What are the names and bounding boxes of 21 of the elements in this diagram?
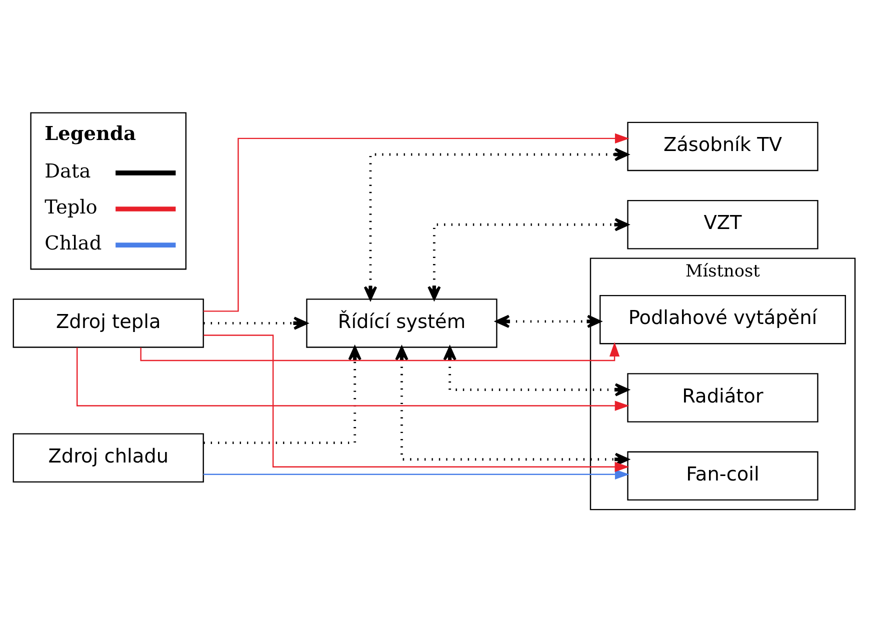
legend-label: Chlad: [44, 232, 102, 255]
node-box: Podlahové vytápění: [600, 294, 846, 344]
arrow: [364, 148, 629, 300]
node-box: Zdroj chladu: [12, 433, 204, 483]
node-box: Zdroj tepla: [12, 298, 204, 348]
arrow: [428, 218, 629, 300]
node-box: VZT: [627, 200, 818, 250]
legend-label: Data: [44, 159, 91, 182]
node-box: Fan-coil: [627, 451, 818, 501]
label: Legenda: [44, 122, 136, 146]
node-box: Řídící systém: [306, 298, 498, 348]
legend-label: Teplo: [44, 196, 98, 219]
arrow: [204, 316, 308, 330]
arrow: [204, 346, 362, 444]
node-box: Radiátor: [627, 373, 818, 422]
arrow: [443, 346, 629, 396]
arrow: [203, 133, 630, 312]
arrow: [496, 314, 602, 328]
arrow: [203, 469, 630, 480]
node-box: Zásobník TV: [627, 122, 818, 172]
arrow: [76, 348, 630, 411]
